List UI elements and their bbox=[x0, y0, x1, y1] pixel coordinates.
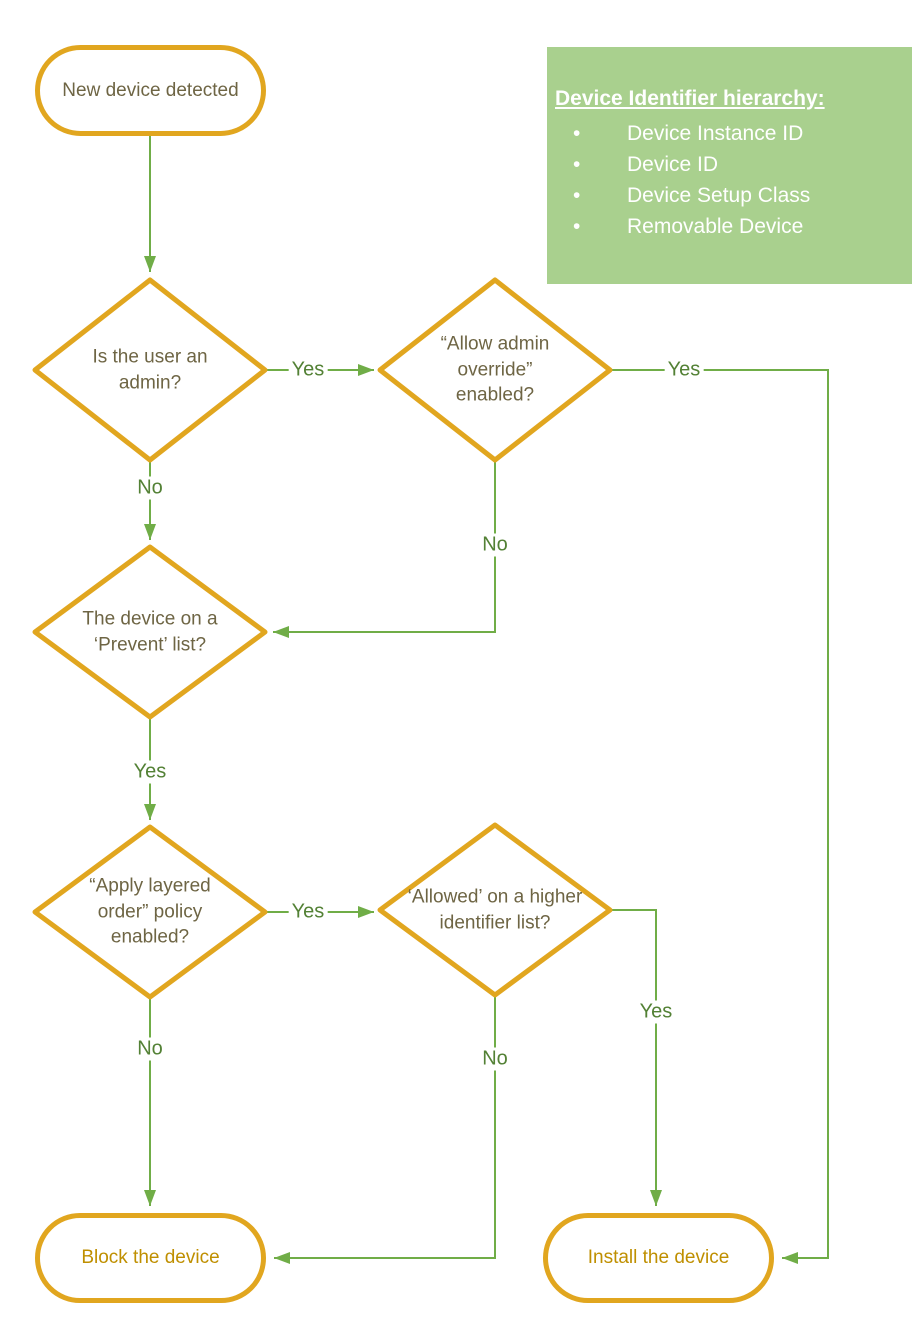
list-item: • Removable Device bbox=[555, 211, 902, 242]
prevent-list-label: The device on a ‘Prevent’ list? bbox=[82, 608, 218, 655]
edge-higher-identifier-yes-to-install bbox=[612, 909, 662, 1206]
list-item: • Device Setup Class bbox=[555, 180, 902, 211]
prevent-list-diamond bbox=[32, 544, 268, 720]
edge-label-layered-order-no: No bbox=[134, 1037, 166, 1061]
edge-admin-override-yes-to-install bbox=[612, 369, 829, 1264]
admin-check-label: Is the user an admin? bbox=[92, 346, 208, 393]
list-item: • Device ID bbox=[555, 149, 902, 180]
bullet-icon: • bbox=[573, 215, 581, 238]
edge-label-admin-override-no: No bbox=[479, 533, 511, 557]
block-device-label: Block the device bbox=[81, 1247, 220, 1268]
install-device-node: Install the device bbox=[543, 1213, 774, 1303]
install-device-label: Install the device bbox=[587, 1247, 730, 1268]
higher-identifier-diamond bbox=[377, 822, 613, 998]
layered-order-diamond bbox=[32, 824, 268, 1000]
list-item-label: Device Instance ID bbox=[627, 122, 804, 145]
admin-override-label: “Allow admin override” enabled? bbox=[440, 333, 550, 406]
layered-order-label: “Apply layered order” policy enabled? bbox=[89, 875, 211, 948]
device-identifier-hierarchy-box: Device Identifier hierarchy: • Device In… bbox=[547, 47, 912, 284]
start-node-label: New device detected bbox=[62, 79, 239, 101]
bullet-icon: • bbox=[573, 122, 581, 145]
admin-check-diamond bbox=[32, 277, 268, 463]
info-box-title: Device Identifier hierarchy: bbox=[555, 87, 825, 110]
higher-identifier-label: ‘Allowed’ on a higher identifier list? bbox=[407, 886, 583, 933]
list-item: • Device Instance ID bbox=[555, 118, 902, 149]
edge-label-higher-identifier-yes: Yes bbox=[636, 1000, 676, 1024]
bullet-icon: • bbox=[573, 153, 581, 176]
info-box-list: • Device Instance ID • Device ID • Devic… bbox=[555, 118, 902, 242]
bullet-icon: • bbox=[573, 184, 581, 207]
edge-label-admin-check-no: No bbox=[134, 476, 166, 500]
edge-higher-identifier-no-to-block bbox=[274, 997, 496, 1264]
list-item-label: Removable Device bbox=[627, 215, 804, 238]
edge-admin-override-no-to-prevent-list bbox=[273, 462, 496, 638]
edge-label-admin-check-yes: Yes bbox=[288, 358, 328, 382]
admin-override-diamond bbox=[377, 277, 613, 463]
list-item-label: Device ID bbox=[627, 153, 719, 176]
list-item-label: Device Setup Class bbox=[627, 184, 811, 207]
edge-label-admin-override-yes: Yes bbox=[664, 358, 704, 382]
block-device-node: Block the device bbox=[35, 1213, 266, 1303]
edge-label-prevent-list-yes: Yes bbox=[130, 760, 170, 784]
edge-label-layered-order-yes: Yes bbox=[288, 900, 328, 924]
edge-label-higher-identifier-no: No bbox=[479, 1047, 511, 1071]
start-node-new-device: New device detected bbox=[35, 45, 266, 136]
